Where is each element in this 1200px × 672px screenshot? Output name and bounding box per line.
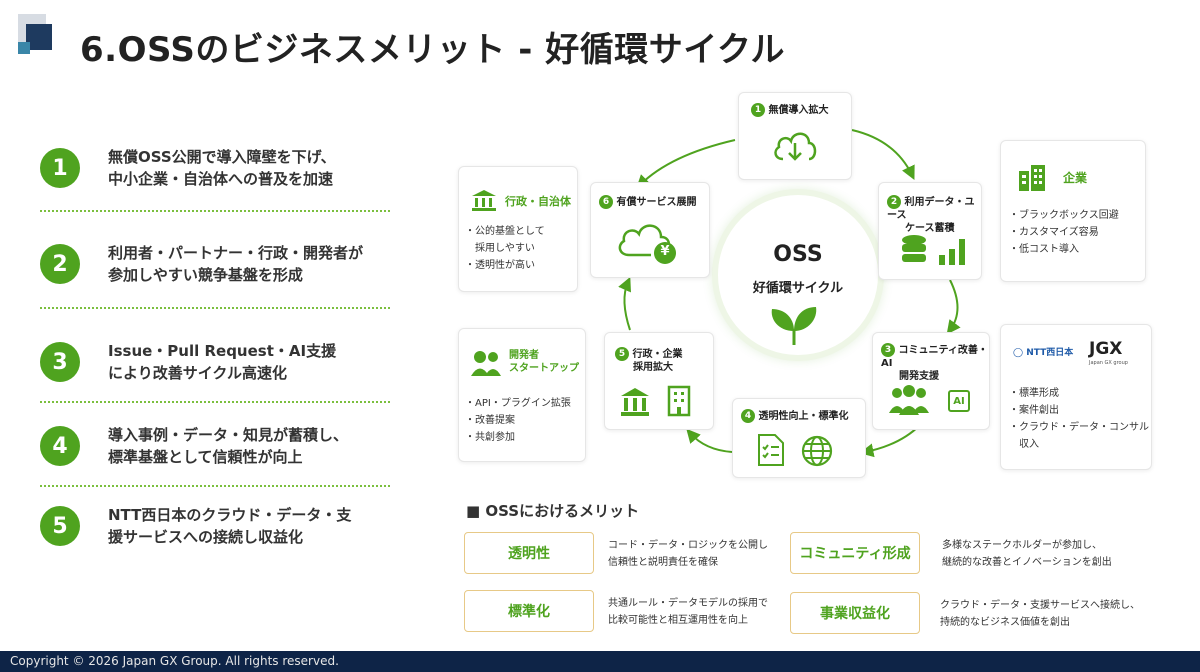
- step-label: ケース蓄積: [905, 223, 955, 234]
- merit-desc: コード・データ・ロジックを公開し信頼性と説明責任を確保: [608, 540, 768, 568]
- arrow-4-to-5: [686, 428, 733, 453]
- stakeholder-title: 行政・自治体: [505, 195, 571, 208]
- team-icon: [889, 385, 929, 415]
- developer-people-icon: [471, 351, 501, 376]
- divider: [40, 485, 390, 487]
- benefit-item-3: 3 Issue・Pull Request・AI支援により改善サイクル高速化: [40, 336, 390, 396]
- benefit-item-4: 4 導入事例・データ・知見が蓄積し、標準基盤として信頼性が向上: [40, 420, 390, 480]
- center-title: OSS: [773, 242, 823, 267]
- divider: [40, 401, 390, 403]
- benefit-number: 3: [40, 342, 80, 382]
- benefit-text: 無償OSS公開で導入障壁を下げ、中小企業・自治体への普及を加速: [108, 148, 336, 188]
- benefit-text: 利用者・パートナー・行政・開発者が参加しやすい競争基盤を形成: [108, 244, 364, 284]
- cycle-step-4: 4 透明性向上・標準化: [732, 398, 866, 478]
- merits-heading: ■ OSSにおけるメリット: [466, 502, 640, 520]
- step-label: 無償導入拡大: [768, 105, 829, 116]
- step-label: 透明性向上・標準化: [758, 411, 849, 422]
- cycle-step-2: 2 利用データ・ユースケース蓄積: [878, 182, 982, 280]
- benefit-item-2: 2 利用者・パートナー・行政・開発者が参加しやすい競争基盤を形成: [40, 238, 390, 298]
- benefit-number: 2: [40, 244, 80, 284]
- footer: Copyright © 2026 Japan GX Group. All rig…: [0, 651, 1200, 672]
- benefit-text: NTT西日本のクラウド・データ・支援サービスへの接続し収益化: [108, 506, 352, 546]
- benefit-number: 1: [40, 148, 80, 188]
- cloud-download-icon: [774, 132, 817, 161]
- benefit-number: 4: [40, 426, 80, 466]
- bar-chart-icon: [939, 239, 965, 265]
- leaf-icon: [771, 307, 817, 345]
- cloud-yen-icon: [618, 224, 676, 264]
- step-label: 行政・企業: [632, 349, 683, 360]
- divider: [40, 210, 390, 212]
- checklist-document-icon: [758, 434, 784, 466]
- cycle-step-1: 1 無償導入拡大: [738, 92, 852, 180]
- arrow-6-to-1: [636, 139, 736, 189]
- government-building-icon: [472, 190, 496, 211]
- cycle-step-6: 6 有償サービス展開 ¥: [590, 182, 710, 278]
- merit-desc: クラウド・データ・支援サービスへ接続し、持続的なビジネス価値を創出: [940, 600, 1140, 628]
- step-label: 開発支援: [899, 371, 939, 382]
- step-label: 採用拡大: [633, 362, 673, 373]
- stakeholder-title: 企業: [1063, 171, 1088, 185]
- step-label: コミュニティ改善・AI: [881, 345, 988, 369]
- stakeholder-bullets: ブラックボックス回避 カスタマイズ容易 低コスト導入: [1009, 207, 1119, 258]
- stakeholder-bullets: API・プラグイン拡張 改善提案 共創参加: [465, 395, 571, 446]
- benefit-text: Issue・Pull Request・AI支援により改善サイクル高速化: [108, 342, 337, 382]
- arrow-2-to-3: [946, 279, 961, 335]
- merit-desc: 多様なステークホルダーが参加し、継続的な改善とイノベーションを創出: [942, 540, 1112, 568]
- step-label: 利用データ・ユース: [887, 197, 975, 221]
- benefit-item-5: 5 NTT西日本のクラウド・データ・支援サービスへの接続し収益化: [40, 500, 390, 560]
- ai-chip-icon: AI: [943, 385, 975, 417]
- page-title: 6.OSSのビジネスメリット - 好循環サイクル: [80, 30, 786, 70]
- benefit-text: 導入事例・データ・知見が蓄積し、標準基盤として信頼性が向上: [108, 426, 349, 466]
- benefit-number: 5: [40, 506, 80, 546]
- yen-symbol: ¥: [660, 244, 670, 259]
- merit-community: コミュニティ形成: [790, 532, 920, 574]
- cycle-step-5: 5 行政・企業採用拡大: [604, 332, 714, 430]
- jgx-logo-sub: Japan GX group: [1089, 360, 1128, 366]
- corporate-building-icon: [1019, 165, 1045, 191]
- arrow-5-to-6: [618, 276, 631, 331]
- merit-standardization: 標準化: [464, 590, 594, 632]
- database-icon: [902, 235, 926, 262]
- jgx-logo: JGX: [1089, 339, 1123, 359]
- merit-desc: 共通ルール・データモデルの採用で比較可能性と相互運用性を向上: [608, 598, 768, 626]
- stakeholder-corp: 企業 ブラックボックス回避 カスタマイズ容易 低コスト導入: [1000, 140, 1146, 282]
- globe-icon: [801, 435, 833, 467]
- step-label: 有償サービス展開: [616, 197, 697, 208]
- merit-monetization: 事業収益化: [790, 592, 920, 634]
- copyright: Copyright © 2026 Japan GX Group. All rig…: [10, 654, 339, 668]
- center-subtitle: 好循環サイクル: [752, 281, 844, 296]
- merit-transparency: 透明性: [464, 532, 594, 574]
- logo-square-navy: [26, 24, 52, 50]
- stakeholder-ntt: ◯ NTT西日本 JGX Japan GX group 標準形成 案件創出 クラ…: [1000, 324, 1152, 470]
- cycle-center: [712, 189, 884, 361]
- arrow-1-to-2: [851, 129, 915, 181]
- logo-square-teal: [18, 42, 30, 54]
- ntt-logo: ◯ NTT西日本: [1013, 348, 1074, 358]
- benefit-item-1: 1 無償OSS公開で導入障壁を下げ、中小企業・自治体への普及を加速: [40, 142, 390, 202]
- divider: [40, 307, 390, 309]
- stakeholder-title: 開発者スタートアップ: [509, 350, 579, 374]
- government-building-icon: [621, 388, 649, 416]
- office-building-icon: [667, 385, 691, 417]
